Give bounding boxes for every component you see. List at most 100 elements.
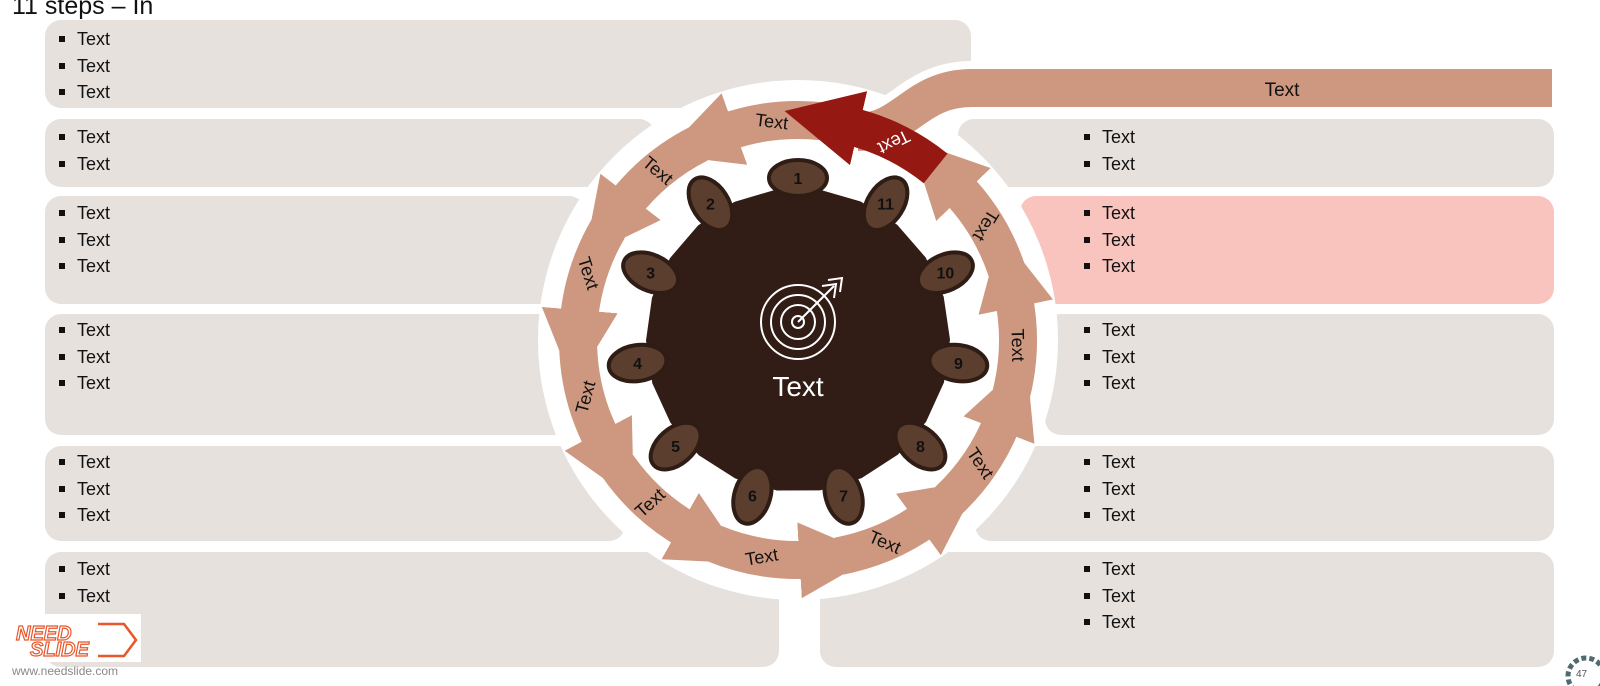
list-item: Text: [1082, 227, 1135, 254]
left-list-3: Text Text Text: [57, 200, 110, 280]
right-panel-4: [975, 446, 1554, 541]
right-list-4: Text Text Text: [1082, 449, 1135, 529]
list-item: Text: [1082, 609, 1135, 636]
list-item: Text: [1082, 370, 1135, 397]
logo-line1: NEED: [16, 623, 72, 645]
left-panel-2: [45, 119, 655, 187]
right-panel-2-highlighted: [1020, 196, 1554, 304]
step-number: 4: [633, 356, 642, 373]
step-number: 3: [646, 266, 655, 283]
right-panel-3: [1045, 314, 1554, 435]
step-number: 11: [877, 197, 894, 214]
list-item: Text: [57, 253, 110, 280]
step-number: 2: [706, 197, 715, 214]
right-list-5: Text Text Text: [1082, 556, 1135, 636]
step-badge-7: 7: [822, 465, 865, 526]
list-item: Text: [57, 344, 110, 371]
list-item: Text: [1082, 200, 1135, 227]
target-arrow-icon: [760, 276, 844, 360]
list-item: Text: [1082, 253, 1135, 280]
step-badge-shape: [861, 175, 910, 232]
step-badge-shape: [767, 158, 829, 198]
step-badge-shape: [621, 250, 681, 296]
list-item: Text: [1082, 583, 1135, 610]
step-badges: 1 2 3 4 5 6 7 8 9 10 11: [606, 158, 990, 526]
list-item: Text: [1082, 449, 1135, 476]
right-list-1: Text Text: [1082, 124, 1135, 177]
step-number: 1: [794, 171, 803, 188]
left-list-1: Text Text Text: [57, 26, 110, 106]
list-item: Text: [57, 227, 110, 254]
list-item: Text: [57, 26, 110, 53]
step-badge-shape: [893, 420, 948, 472]
step-badge-5: 5: [648, 420, 703, 472]
needslide-logo: NEED SLIDE: [0, 614, 141, 662]
step-number: 5: [671, 439, 680, 456]
step-badge-1: 1: [767, 158, 829, 198]
step-number: 6: [748, 488, 757, 505]
cycle-arrow-8: [934, 359, 1035, 515]
cycle-arrow-10: [910, 140, 1025, 277]
slide-title: 11 steps – In: [12, 0, 154, 20]
list-item: Text: [1082, 502, 1135, 529]
step-badge-6: 6: [731, 465, 774, 526]
list-item: Text: [57, 556, 110, 583]
step-number: 7: [839, 488, 848, 505]
step-badge-2: 2: [686, 175, 735, 232]
list-item: Text: [57, 200, 110, 227]
list-item: Text: [57, 53, 110, 80]
list-item: Text: [1082, 151, 1135, 178]
left-panel-6: [45, 552, 779, 667]
list-item: Text: [1082, 124, 1135, 151]
logo-line2: SLIDE: [30, 639, 90, 661]
left-panel-1: [45, 20, 971, 108]
cycle-arrow-11: [784, 91, 948, 184]
step-badge-shape: [648, 420, 703, 472]
step-badge-shape: [731, 465, 774, 526]
list-item: Text: [57, 583, 110, 610]
cycle-arrow-5: [602, 454, 747, 564]
step-badge-4: 4: [606, 342, 669, 384]
page-number: 47: [1576, 669, 1588, 680]
list-item: Text: [1082, 556, 1135, 583]
list-item: Text: [57, 449, 110, 476]
list-item: Text: [57, 151, 110, 178]
step-badge-shape: [927, 342, 990, 384]
website-url: www.needslide.com: [12, 664, 119, 678]
step-badge-9: 9: [927, 342, 990, 384]
left-panel-5: [45, 446, 625, 541]
cycle-arrow-9: [978, 232, 1054, 399]
cycle-arrow-2: [584, 126, 709, 258]
left-list-5: Text Text Text: [57, 449, 110, 529]
arrow-label-9: Text: [1008, 328, 1029, 361]
list-item: Text: [1082, 317, 1135, 344]
page-gear-icon: [1565, 655, 1600, 686]
step-badge-shape: [822, 465, 865, 526]
right-list-2: Text Text Text: [1082, 200, 1135, 280]
step-badge-shape: [686, 175, 735, 232]
list-item: Text: [1082, 476, 1135, 503]
left-list-2: Text Text: [57, 124, 110, 177]
step-badge-shape: [915, 250, 975, 296]
banner-label: Text: [1265, 80, 1301, 101]
list-item: Text: [57, 476, 110, 503]
list-item: Text: [57, 79, 110, 106]
left-list-4: Text Text Text: [57, 317, 110, 397]
step-badge-8: 8: [893, 420, 948, 472]
right-panel-1: [958, 119, 1554, 187]
list-item: Text: [1082, 344, 1135, 371]
left-panel-4: [45, 314, 575, 435]
cycle-arrow-6: [707, 522, 876, 599]
step-badge-10: 10: [915, 250, 975, 296]
step-number: 8: [916, 439, 925, 456]
cycle-arrow-3: [541, 218, 626, 386]
step-badge-3: 3: [621, 250, 681, 296]
left-panel-3: [45, 196, 585, 304]
right-list-3: Text Text Text: [1082, 317, 1135, 397]
list-item: Text: [57, 502, 110, 529]
step-badge-shape: [606, 342, 669, 384]
cycle-arrow-7: [833, 479, 980, 576]
list-item: Text: [57, 317, 110, 344]
